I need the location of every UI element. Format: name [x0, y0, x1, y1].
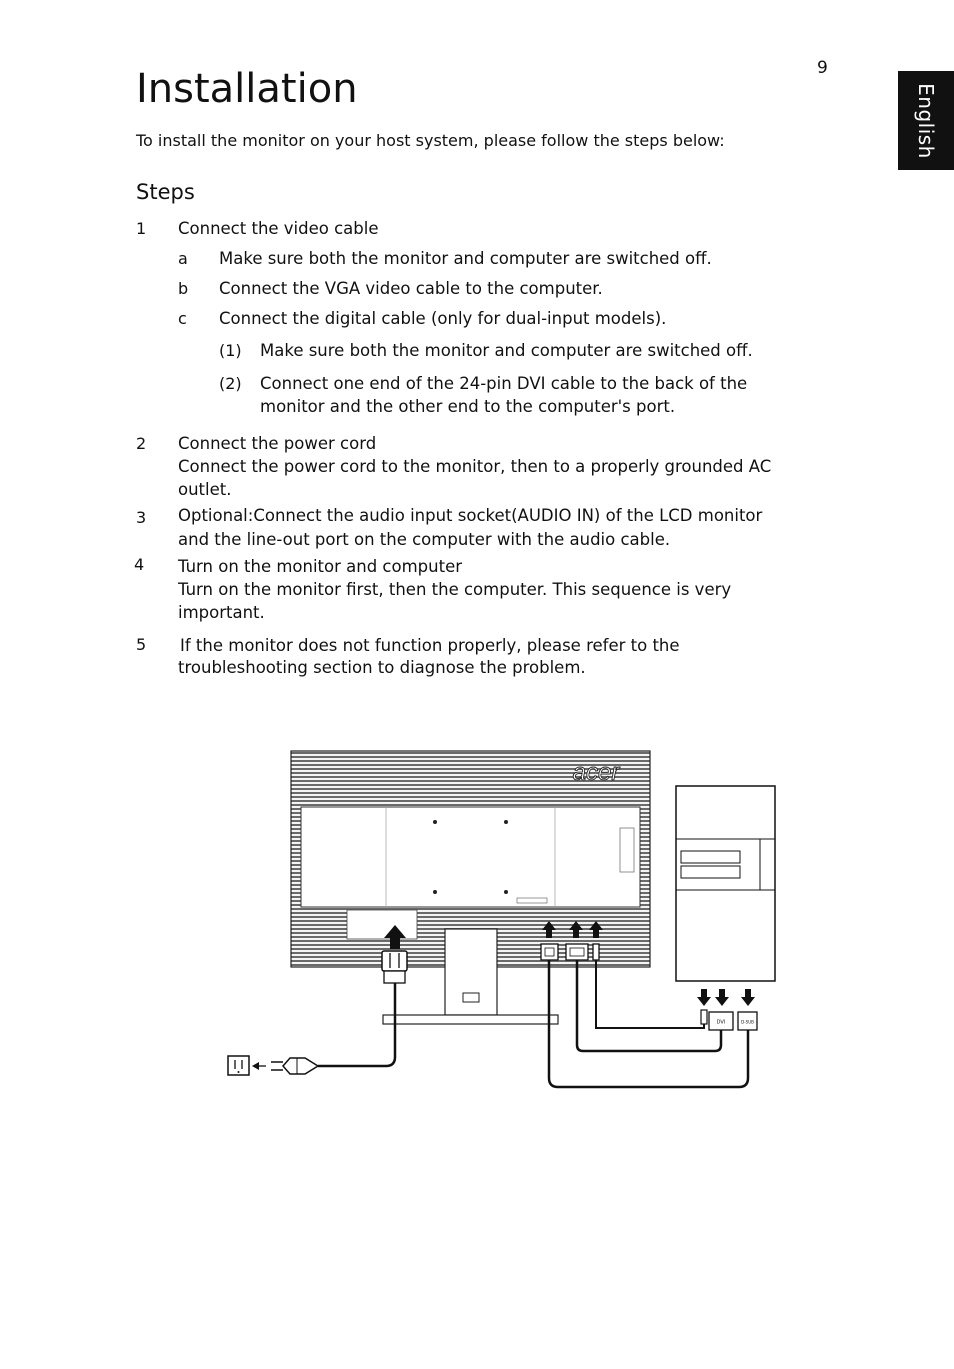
page-title: Installation [136, 66, 358, 112]
dvi-connector-icon [565, 943, 589, 961]
step-3-line-2: and the line-out port on the computer wi… [178, 530, 671, 549]
step-1-title: Connect the video cable [178, 219, 379, 238]
dsub-label: D-SUB [741, 1020, 754, 1025]
wall-plug-icon [252, 1057, 320, 1075]
dvi-label: DVI [717, 1020, 726, 1026]
subsubstep-2-number: (2) [219, 374, 242, 393]
substep-c-letter: c [178, 309, 187, 328]
step-3-line-1: Optional:Connect the audio input socket(… [178, 506, 763, 525]
subsubstep-2-line-2: monitor and the other end to the compute… [260, 397, 676, 416]
step-1-number: 1 [136, 219, 147, 238]
computer-tower [675, 785, 776, 982]
computer-audio-jack-icon [700, 1009, 708, 1025]
vga-cable [547, 960, 750, 1089]
step-2-line-1: Connect the power cord [178, 434, 377, 453]
step-4-line-2: Turn on the monitor first, then the comp… [178, 580, 732, 599]
power-plug-icon [381, 950, 408, 984]
acer-logo: acer [573, 759, 621, 786]
power-cable [318, 983, 397, 1068]
monitor-back [290, 750, 651, 968]
substep-b-letter: b [178, 279, 189, 298]
monitor-stand [382, 928, 559, 1025]
step-5-line-1: If the monitor does not function properl… [180, 636, 680, 655]
power-arrow-icon [384, 925, 406, 949]
computer-port-arrows-icon [697, 989, 755, 1006]
step-4-line-1: Turn on the monitor and computer [178, 557, 463, 576]
substep-c-text: Connect the digital cable (only for dual… [219, 309, 667, 328]
step-4-number: 4 [134, 555, 145, 574]
computer-vga-connector-icon: D-SUB [737, 1011, 758, 1031]
step-5-line-2: troubleshooting section to diagnose the … [178, 658, 586, 677]
step-2-line-3: outlet. [178, 480, 232, 499]
substep-b-text: Connect the VGA video cable to the compu… [219, 279, 603, 298]
subsubstep-2-line-1: Connect one end of the 24-pin DVI cable … [260, 374, 748, 393]
page-number: 9 [817, 58, 828, 78]
substep-a-text: Make sure both the monitor and computer … [219, 249, 712, 268]
computer-dvi-connector-icon: DVI [708, 1011, 734, 1031]
dvi-cable [575, 960, 723, 1053]
intro-text: To install the monitor on your host syst… [136, 131, 725, 150]
language-tab-label: English [914, 82, 938, 159]
language-tab: English [898, 71, 954, 170]
step-2-number: 2 [136, 434, 147, 453]
wall-outlet-icon [227, 1055, 250, 1076]
step-5-number: 5 [136, 635, 147, 654]
audio-jack-icon [592, 943, 600, 961]
port-arrows-icon [542, 921, 603, 938]
subsubstep-1-number: (1) [219, 341, 242, 360]
steps-heading: Steps [136, 180, 195, 204]
substep-a-letter: a [178, 249, 188, 268]
step-3-number: 3 [136, 508, 147, 527]
step-4-line-3: important. [178, 603, 265, 622]
subsubstep-1-text: Make sure both the monitor and computer … [260, 341, 753, 360]
vga-connector-icon [540, 943, 559, 961]
step-2-line-2: Connect the power cord to the monitor, t… [178, 457, 772, 476]
connection-diagram: acer [227, 750, 776, 1089]
